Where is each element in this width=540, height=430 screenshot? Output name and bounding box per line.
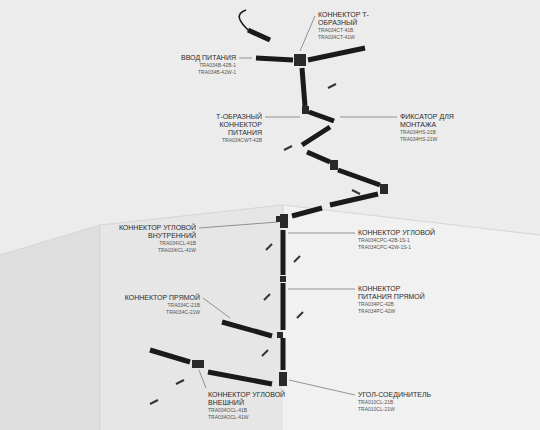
track-segment [302,68,305,106]
track-segment [256,58,293,60]
callout-group: Т-ОБРАЗНЫЙ КОННЕКТОР ПИТАНИЯTRA034CWT-42… [204,113,262,144]
part-number: TRA034PC-42W [358,308,434,315]
part-number: TRA010CL-21W [358,406,468,413]
inner-corner-connector [277,332,283,338]
callout-group: ВВОД ПИТАНИЯTRA034B-42B-1TRA034B-42W-1 [126,54,236,75]
callout-group: КОННЕКТОР ПРЯМОЙTRA034C-21BTRA034C-21W [90,294,200,315]
part-number: TRA034ICL-41B [106,240,196,247]
track-segment [330,194,378,205]
leader-line [199,370,206,388]
leader-line [239,58,252,59]
mounting-clip [294,256,300,262]
wall-corner [100,225,101,430]
corner-joiner [279,372,287,386]
track-segment [338,170,380,185]
mounting-clip [297,312,303,318]
part-number: TRA034OCL-41W [208,414,298,421]
callout-group: КОННЕКТОР Т-ОБРАЗНЫЙTRA034CT-41BTRA034CT… [318,11,380,40]
part-number: TRA034B-42B-1 [126,62,236,69]
part-number: TRA034HS-21W [400,136,460,143]
part-name: УГОЛ-СОЕДИНИТЕЛЬ [358,391,468,399]
track-segment [150,350,190,362]
mounting-clip [266,244,272,250]
part-number: TRA034ICL-41W [106,247,196,254]
callout-group: УГОЛ-СОЕДИНИТЕЛЬTRA010CL-21BTRA010CL-21W [358,391,468,412]
part-number: TRA034C-21W [90,309,200,316]
part-name: ФИКСАТОР ДЛЯ МОНТАЖА [400,113,460,129]
outer-corner-connector [192,360,204,368]
mounting-clip [176,380,184,384]
track-segment [307,152,330,162]
part-number: TRA034PC-42B [358,301,434,308]
ceiling-edge [100,205,283,225]
callout-group: КОННЕКТОР ПИТАНИЯ ПРЯМОЙTRA034PC-42BTRA0… [358,285,434,314]
track-segment [222,322,272,336]
part-name: Т-ОБРАЗНЫЙ КОННЕКТОР ПИТАНИЯ [204,113,262,137]
t-connector [294,54,306,66]
track-segment [292,208,322,216]
track-segment [309,112,334,121]
mounting-clip [328,84,336,88]
track-segment [281,283,286,330]
t-power-connector [302,106,309,114]
part-name: КОННЕКТОР ПРЯМОЙ [90,294,200,302]
power-cable [239,10,248,30]
leader-line [340,117,397,118]
corner-connector [330,160,338,170]
mounting-clip [262,350,268,356]
track-segment [302,127,330,145]
leader-line [288,233,355,234]
leader-line [289,380,355,395]
part-name: КОННЕКТОР Т-ОБРАЗНЫЙ [318,11,380,27]
ceiling-edge [0,225,100,255]
callout-group: ФИКСАТОР ДЛЯ МОНТАЖАTRA034HS-21BTRA034HS… [400,113,460,142]
mounting-clip [264,294,270,300]
part-number: TRA034B-42W-1 [126,69,236,76]
mounting-clip [150,400,158,404]
callout-group: КОННЕКТОР УГЛОВОЙ ВНУТРЕННИЙTRA034ICL-41… [106,224,196,253]
part-name: КОННЕКТОР ПИТАНИЯ ПРЯМОЙ [358,285,434,301]
leader-line [265,117,300,118]
track-segment [208,372,272,384]
inner-corner-connector [276,214,288,228]
part-name: КОННЕКТОР УГЛОВОЙ ВНУТРЕННИЙ [106,224,196,240]
mounting-clip [352,190,360,194]
part-number: TRA034CT-41W [318,34,380,41]
part-number: TRA034CWT-42B [204,137,262,144]
leader-line [203,298,230,318]
part-number: TRA034CPC-42W-1S-1 [358,244,468,251]
part-name: КОННЕКТОР УГЛОВОЙ ВНЕШНИЙ [208,391,298,407]
callout-group: КОННЕКТОР УГЛОВОЙ ВНЕШНИЙTRA034OCL-41BTR… [208,391,298,420]
leader-line [199,222,278,228]
part-name: ВВОД ПИТАНИЯ [126,54,236,62]
straight-power-connector [280,276,286,282]
part-name: КОННЕКТОР УГЛОВОЙ [358,229,468,237]
corner-connector [380,184,388,194]
part-number: TRA034CT-41B [318,27,380,34]
callout-group: КОННЕКТОР УГЛОВОЙTRA034CPC-42B-1S-1TRA03… [358,229,468,250]
part-number: TRA034HS-21B [400,129,460,136]
track-segment [308,48,365,60]
left-wall [0,225,100,430]
part-number: TRA034C-21B [90,302,200,309]
part-number: TRA034CPC-42B-1S-1 [358,237,468,244]
power-input [248,30,270,40]
part-number: TRA034OCL-41B [208,407,298,414]
mounting-clip [284,146,292,150]
track-segment [281,230,286,275]
part-number: TRA010CL-21B [358,399,468,406]
leader-line [300,16,315,51]
leader-line [288,289,355,290]
track-segment [281,338,286,370]
right-wall [283,205,540,430]
